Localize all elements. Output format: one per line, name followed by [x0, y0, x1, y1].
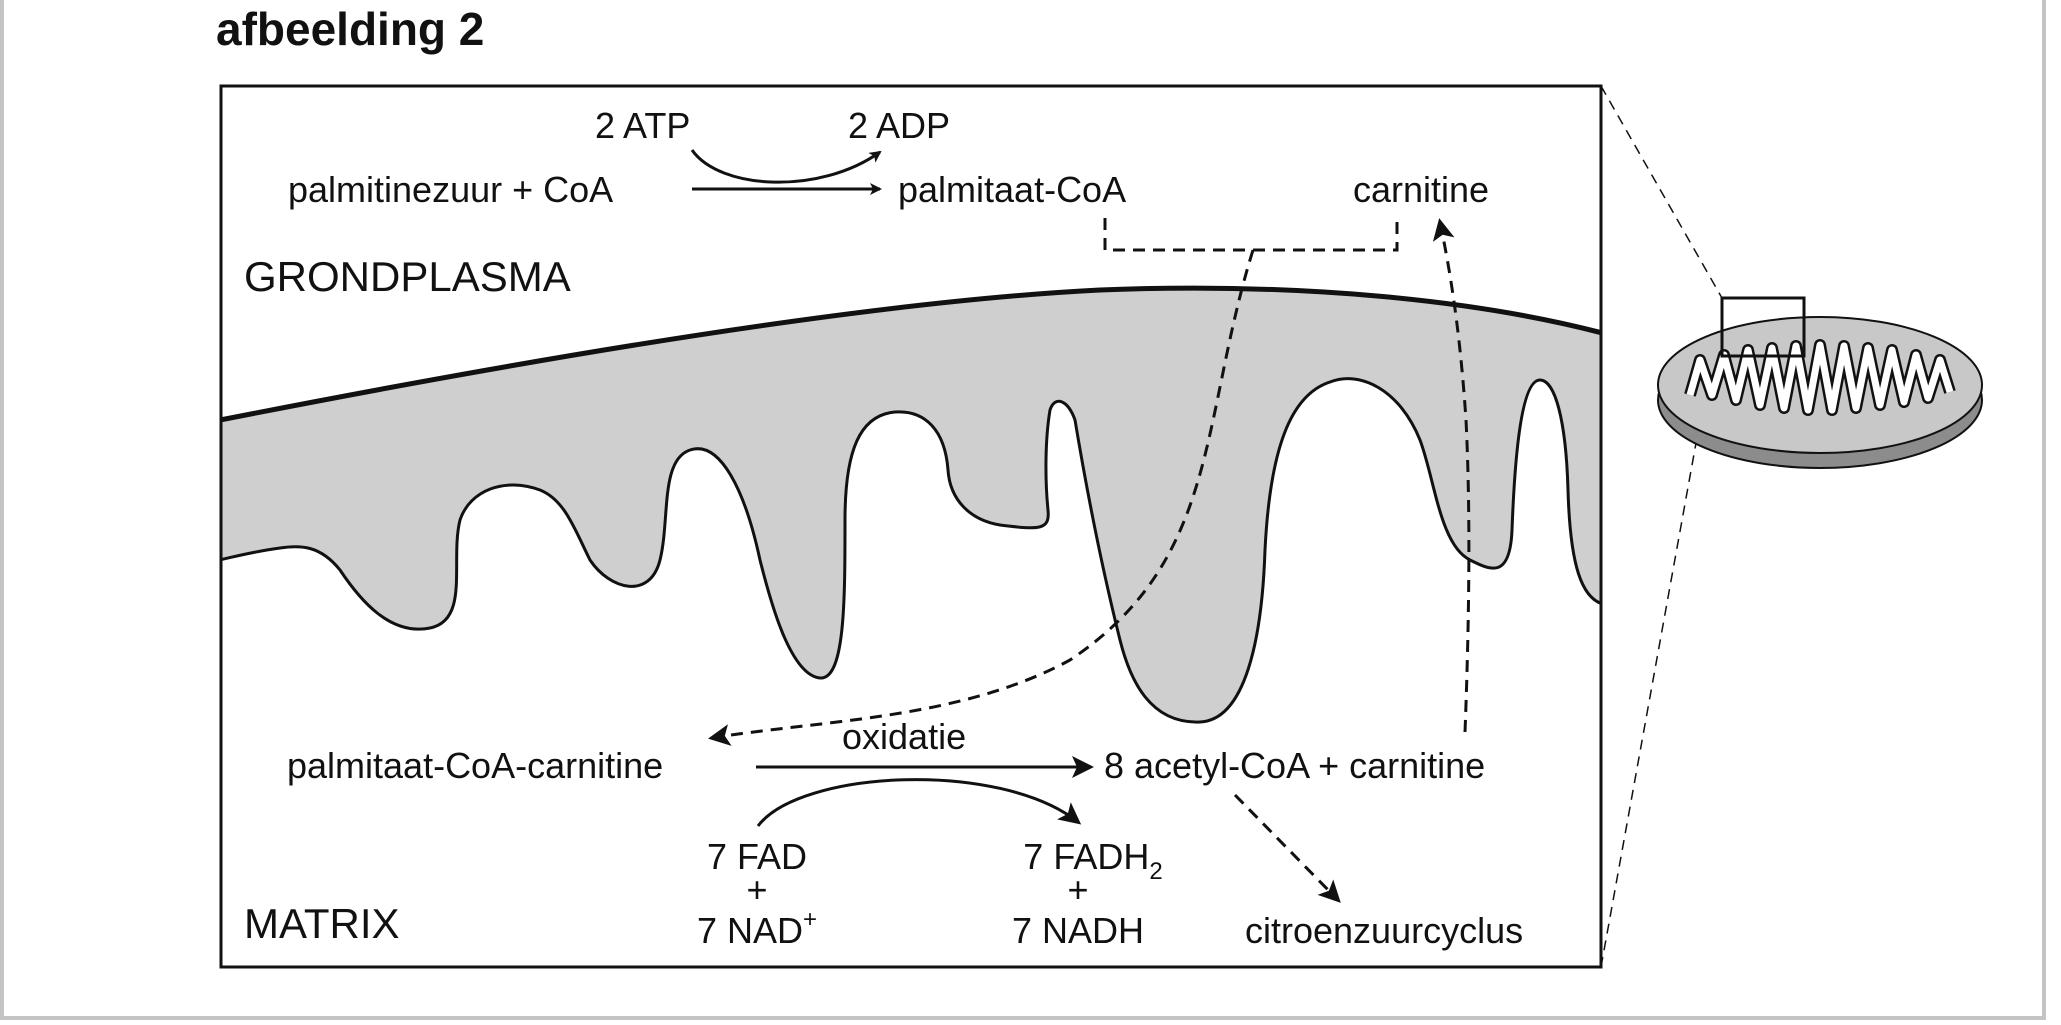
outer-membrane-line [221, 285, 1601, 423]
oxidation-label: oxidatie [842, 716, 966, 757]
membrane-shaded-area [221, 286, 1601, 724]
combine-bracket [1103, 218, 1399, 252]
fad-label: 7 FAD [707, 836, 807, 877]
plus-right: + [1067, 869, 1088, 910]
inner-membrane [221, 285, 1601, 724]
bottom-substrate: palmitaat-CoA-carnitine [287, 745, 663, 786]
figure-heading: afbeelding 2 [216, 3, 485, 55]
matrix-label: MATRIX [244, 900, 400, 947]
import-arrow [708, 249, 1255, 746]
zoom-line-bottom [1600, 409, 1703, 968]
nadh-label: 7 NADH [1012, 910, 1144, 951]
top-product: palmitaat-CoA [898, 169, 1126, 210]
nad-label: 7 NAD+ [697, 906, 817, 951]
zoom-box [219, 84, 1603, 969]
adp-label: 2 ADP [848, 105, 950, 146]
carnitine-label: carnitine [1353, 169, 1489, 210]
zoom-line-top [1600, 85, 1723, 299]
cofactor-reduction-arrow [756, 778, 1082, 827]
atp-label: 2 ATP [595, 105, 690, 146]
bottom-product: 8 acetyl-CoA + carnitine [1104, 745, 1485, 786]
atp-adp-arrow [690, 149, 882, 184]
cofactor-outputs: 7 FADH2 + 7 NADH [1012, 836, 1163, 951]
cytoplasm-label: GRONDPLASMA [244, 253, 571, 300]
top-substrate: palmitinezuur + CoA [288, 169, 613, 210]
cofactor-inputs: 7 FAD + 7 NAD+ [697, 836, 817, 951]
citric-cycle-label: citroenzuurcyclus [1245, 910, 1523, 951]
carnitine-return-arrow [1432, 218, 1471, 733]
fadh2-label: 7 FADH2 [1023, 836, 1162, 885]
plus-left: + [746, 869, 767, 910]
zoom-region-marker [1720, 296, 1806, 358]
mitochondrion-icon [1657, 296, 1983, 469]
to-cycle-arrow [1233, 793, 1341, 903]
